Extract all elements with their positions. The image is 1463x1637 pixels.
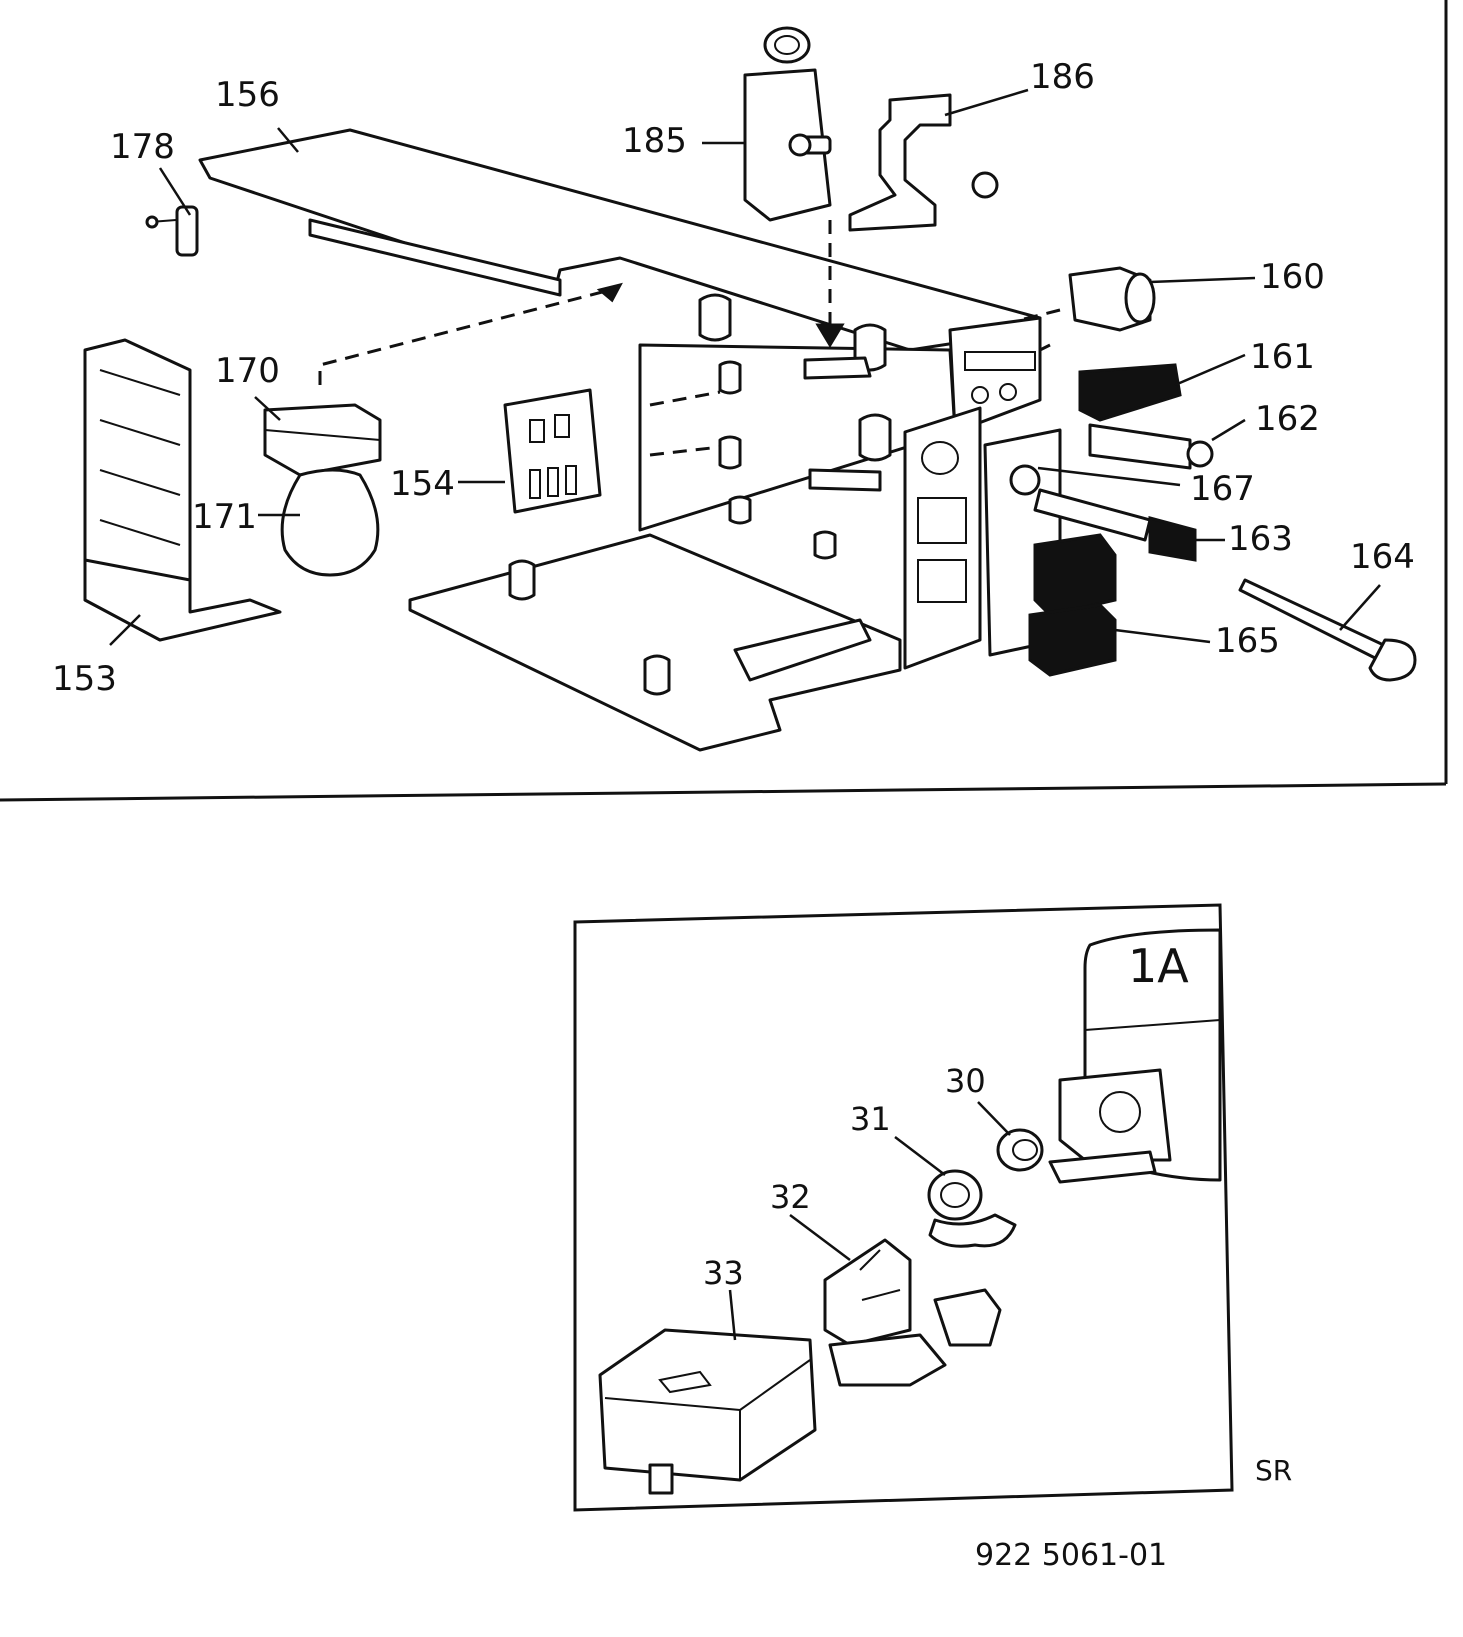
callout-153: 153 (52, 659, 117, 699)
part-186-bracket (848, 93, 999, 232)
part-153-cover (83, 338, 282, 642)
inset-callout-labels: 30 31 32 33 (703, 1062, 986, 1292)
part-185-thermostat (743, 26, 832, 222)
inset-frame (573, 903, 1234, 1512)
top-callout-labels: 156 178 185 186 160 161 162 167 163 164 … (52, 57, 1415, 699)
callout-33: 33 (703, 1254, 744, 1292)
corner-code: SR (1255, 1454, 1292, 1487)
part-162-door-switch (1088, 423, 1214, 470)
part-160-socket (1068, 266, 1156, 332)
leader-lines-top (109, 88, 1381, 646)
callout-30: 30 (945, 1062, 986, 1100)
exploded-view-frame (0, 0, 1448, 802)
callout-185: 185 (622, 121, 687, 161)
inset-part-31 (927, 1169, 1017, 1248)
inset-part-30 (996, 1128, 1044, 1172)
callout-154: 154 (390, 464, 455, 504)
callout-178: 178 (110, 127, 175, 167)
callout-167: 167 (1190, 469, 1255, 509)
part-165-relay-blocks (1028, 533, 1117, 677)
callout-164: 164 (1350, 537, 1415, 577)
callout-163: 163 (1228, 519, 1293, 559)
inset-compressor (1048, 928, 1222, 1184)
part-154-circuit-board (503, 388, 602, 514)
inset-title: 1A (1128, 939, 1189, 993)
assembly-dashed-lines (318, 220, 1061, 457)
document-number: 922 5061-01 (975, 1538, 1167, 1573)
callout-170: 170 (215, 351, 280, 391)
inset-part-33 (598, 1328, 817, 1495)
part-178-clip (145, 205, 199, 257)
part-170-lamp-holder (263, 403, 382, 477)
callout-171: 171 (192, 497, 257, 537)
inset-part-32 (823, 1238, 1002, 1387)
callout-165: 165 (1215, 621, 1280, 661)
part-161-switch (1078, 363, 1182, 422)
callout-156: 156 (215, 75, 280, 115)
callout-161: 161 (1250, 337, 1315, 377)
part-163-rod-knob (1033, 488, 1197, 562)
inset-leader-lines (728, 1101, 1011, 1341)
callout-162: 162 (1255, 399, 1320, 439)
main-chassis-bracket (198, 128, 1042, 752)
callout-31: 31 (850, 1100, 891, 1138)
callout-32: 32 (770, 1178, 811, 1216)
callout-160: 160 (1260, 257, 1325, 297)
part-171-lamp-bulb (280, 468, 380, 577)
part-164-pin (1238, 578, 1417, 682)
callout-186: 186 (1030, 57, 1095, 97)
